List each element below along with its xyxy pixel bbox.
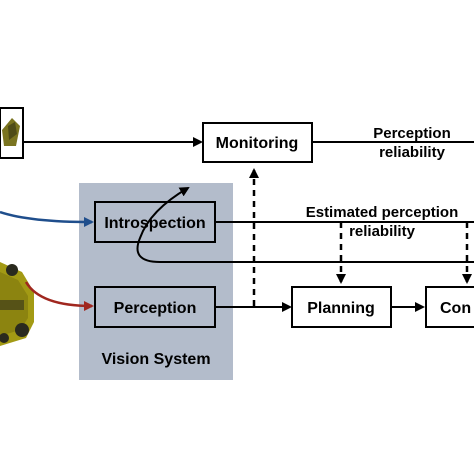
monitoring-label: Monitoring: [216, 135, 299, 152]
perception-node: [94, 286, 216, 328]
monitoring-node: [202, 122, 313, 163]
control-node: [425, 286, 474, 328]
arrow-curve-feedback: [136, 186, 474, 263]
arrow-red-to-perception: [24, 281, 94, 311]
estimated-reliability-label-1: Estimated perception: [306, 204, 459, 221]
camera-image: [0, 107, 24, 159]
robot-image: [0, 262, 34, 346]
perception-reliability-label-1: Perception: [373, 125, 451, 142]
vision-system-label: Vision System: [101, 351, 210, 368]
perception-reliability-label-2: reliability: [379, 144, 446, 161]
control-label: Con: [440, 300, 471, 317]
introspection-label: Introspection: [104, 215, 205, 232]
perception-label: Perception: [114, 300, 197, 317]
planning-label: Planning: [307, 300, 375, 317]
planning-node: [291, 286, 392, 328]
estimated-reliability-label-2: reliability: [349, 223, 416, 240]
arrow-blue-to-introspection: [0, 210, 94, 227]
